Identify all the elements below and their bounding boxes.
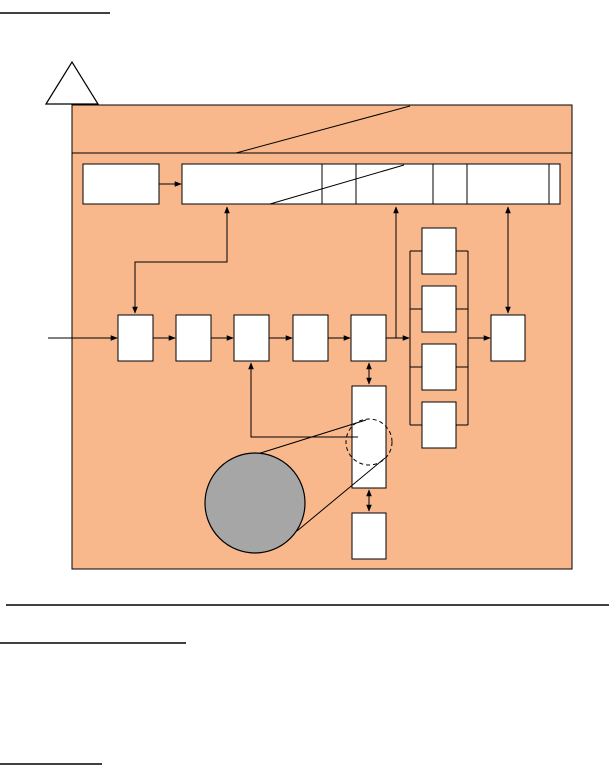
triangle-marker <box>44 60 100 105</box>
stage-4-box <box>292 314 329 362</box>
feedback-to-stage3-arrow <box>248 362 358 438</box>
magnifier-leader-bottom <box>296 457 386 532</box>
stage-1-box <box>117 314 154 362</box>
magnifier-leader-top <box>250 419 367 457</box>
bottom-box <box>351 512 387 560</box>
magnifier-lens <box>345 418 393 466</box>
output-box <box>490 314 526 362</box>
stage-2-box <box>175 314 212 362</box>
bus-to-stage1-arrow <box>132 206 230 314</box>
zoomed-disc <box>204 452 306 554</box>
stage-3-box <box>233 314 270 362</box>
bus-box <box>181 163 561 205</box>
parallel-unit-1 <box>421 227 457 275</box>
stage-5-box <box>350 314 387 362</box>
parallel-unit-4 <box>421 401 457 449</box>
source-box <box>82 163 160 205</box>
parallel-unit-3 <box>421 343 457 391</box>
bus-slash <box>269 164 405 205</box>
header-slash <box>235 105 411 154</box>
parallel-unit-2 <box>421 285 457 333</box>
